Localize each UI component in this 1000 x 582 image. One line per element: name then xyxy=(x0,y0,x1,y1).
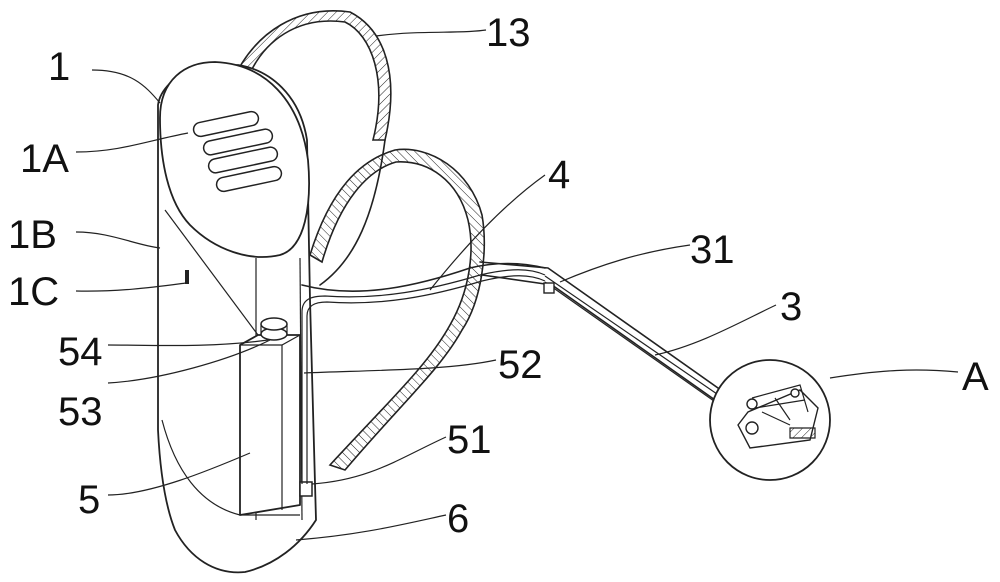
label-5: 5 xyxy=(78,478,100,522)
label-13: 13 xyxy=(486,11,531,55)
side-button xyxy=(185,270,189,284)
label-54: 54 xyxy=(58,330,103,374)
label-a: A xyxy=(962,355,989,399)
vent-slots xyxy=(192,110,283,193)
label-51: 51 xyxy=(447,418,492,462)
label-1b: 1B xyxy=(8,213,57,257)
rod-switch xyxy=(543,282,555,294)
label-1: 1 xyxy=(48,45,70,89)
hose xyxy=(301,269,546,484)
arm-tube xyxy=(301,262,546,292)
label-1a: 1A xyxy=(20,137,69,181)
label-52: 52 xyxy=(498,343,543,387)
lower-shoulder-strap xyxy=(309,148,486,471)
label-53: 53 xyxy=(58,390,103,434)
leader-lines xyxy=(75,29,959,541)
tank-cap xyxy=(260,317,288,341)
label-3: 3 xyxy=(780,285,802,329)
pump xyxy=(299,481,313,497)
water-tank xyxy=(239,334,301,516)
labels: 1 1A 1B 1C 54 53 5 13 4 31 3 52 51 6 A xyxy=(8,11,989,541)
label-4: 4 xyxy=(548,153,570,197)
label-31: 31 xyxy=(690,228,735,272)
label-6: 6 xyxy=(447,497,469,541)
label-1c: 1C xyxy=(8,270,59,314)
detail-circle-a xyxy=(709,359,831,481)
